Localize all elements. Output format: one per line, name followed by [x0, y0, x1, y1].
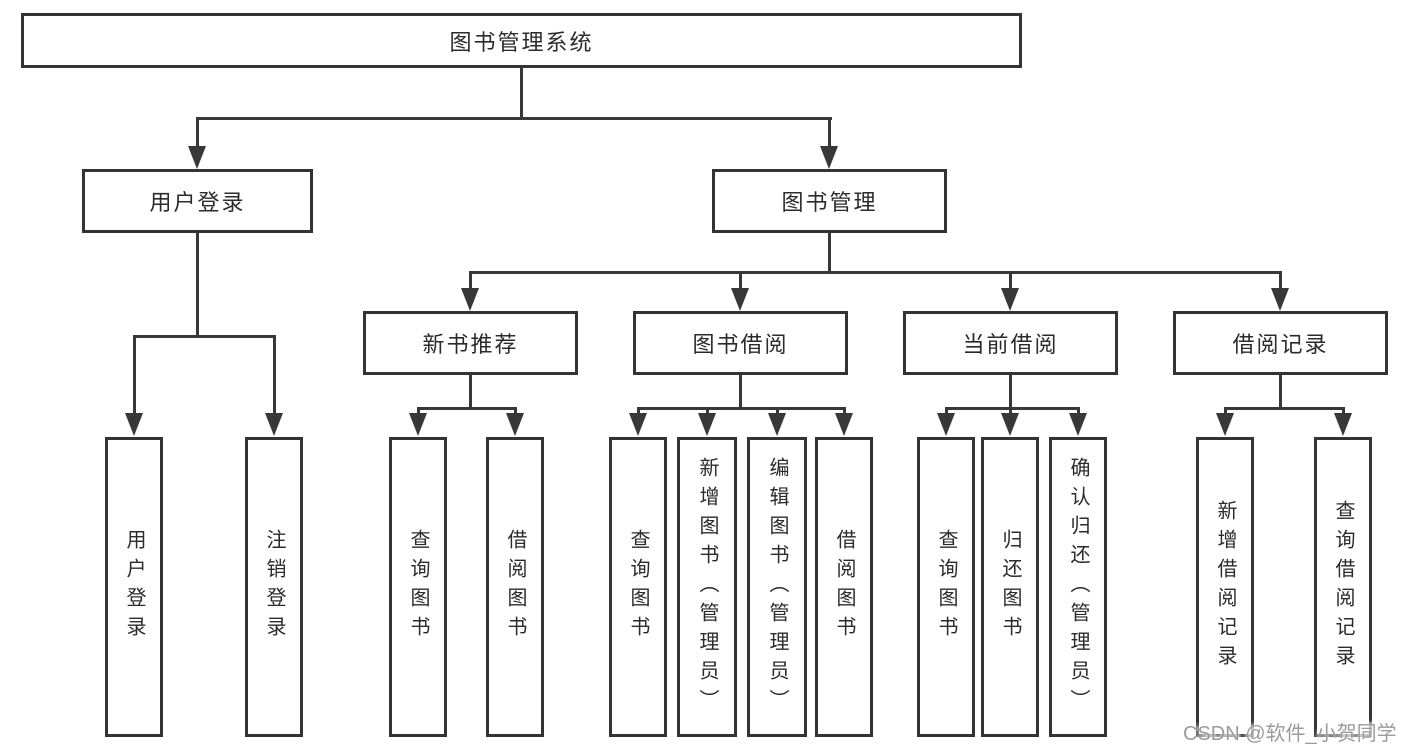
node-label: 注销登录	[263, 529, 285, 645]
connector-line	[739, 375, 742, 407]
connector-line	[945, 407, 948, 414]
connector-line	[1009, 407, 1012, 414]
connector-line	[706, 407, 709, 414]
arrowhead-down-icon	[188, 146, 206, 169]
node-label: 借阅图书	[833, 529, 855, 645]
connector-line	[469, 271, 472, 289]
connector-line	[1279, 271, 1282, 289]
connector-line	[1224, 407, 1345, 410]
arrowhead-down-icon	[1069, 413, 1087, 436]
connector-line	[843, 407, 846, 414]
connector-line	[1077, 407, 1080, 414]
node-label: 新增图书（管理员）	[696, 456, 718, 718]
arrowhead-down-icon	[409, 413, 427, 436]
arrowhead-down-icon	[698, 413, 716, 436]
connector-line	[273, 335, 276, 415]
connector-line	[133, 335, 136, 415]
connector-line	[469, 271, 1282, 274]
connector-line	[133, 335, 276, 338]
node-borrow-books: 借阅图书	[815, 437, 873, 737]
node-add-borrow-record: 新增借阅记录	[1196, 437, 1254, 737]
node-query-borrow-record: 查询借阅记录	[1314, 437, 1372, 737]
node-book-borrowing: 图书借阅	[633, 311, 848, 375]
node-label: 查询图书	[407, 529, 429, 645]
node-borrow-books: 借阅图书	[486, 437, 544, 737]
connector-line	[1009, 271, 1012, 289]
arrowhead-down-icon	[629, 413, 647, 436]
node-label: 查询借阅记录	[1332, 500, 1354, 674]
connector-line	[1009, 375, 1012, 407]
connector-line	[1279, 375, 1282, 407]
arrowhead-down-icon	[506, 413, 524, 436]
node-label: 用户登录	[123, 529, 145, 645]
node-confirm-return-admin: 确认归还（管理员）	[1049, 437, 1107, 737]
arrowhead-down-icon	[1216, 413, 1234, 436]
node-new-book-recommendation: 新书推荐	[363, 311, 578, 375]
node-logout: 注销登录	[245, 437, 303, 737]
arrowhead-down-icon	[461, 288, 479, 311]
connector-line	[637, 407, 640, 414]
arrowhead-down-icon	[937, 413, 955, 436]
node-borrowing-records: 借阅记录	[1173, 311, 1388, 375]
connector-line	[417, 407, 517, 410]
arrowhead-down-icon	[265, 413, 283, 436]
connector-line	[945, 407, 1080, 410]
arrowhead-down-icon	[1001, 413, 1019, 436]
node-library-management-system: 图书管理系统	[21, 13, 1022, 68]
arrowhead-down-icon	[1271, 288, 1289, 311]
arrowhead-down-icon	[125, 413, 143, 436]
arrowhead-down-icon	[768, 413, 786, 436]
watermark: CSDN @软件_小贺同学	[1183, 723, 1397, 745]
node-edit-books-admin: 编辑图书（管理员）	[747, 437, 807, 737]
connector-line	[776, 407, 779, 414]
node-book-management: 图书管理	[712, 169, 947, 233]
node-label: 归还图书	[999, 529, 1021, 645]
arrowhead-down-icon	[1001, 288, 1019, 311]
connector-line	[469, 375, 472, 407]
connector-line	[1342, 407, 1345, 414]
arrowhead-down-icon	[1334, 413, 1352, 436]
arrowhead-down-icon	[820, 146, 838, 169]
connector-line	[196, 117, 199, 147]
node-current-borrowing: 当前借阅	[903, 311, 1118, 375]
node-label: 新增借阅记录	[1214, 500, 1236, 674]
connector-line	[520, 68, 523, 117]
node-label: 编辑图书（管理员）	[766, 456, 788, 718]
node-user-login-leaf: 用户登录	[105, 437, 163, 737]
node-user-login: 用户登录	[82, 169, 313, 233]
node-add-books-admin: 新增图书（管理员）	[677, 437, 737, 737]
connector-line	[637, 407, 846, 410]
node-label: 确认归还（管理员）	[1067, 456, 1089, 718]
arrowhead-down-icon	[835, 413, 853, 436]
connector-line	[828, 117, 831, 147]
node-query-books: 查询图书	[609, 437, 667, 737]
node-query-books: 查询图书	[389, 437, 447, 737]
connector-line	[196, 233, 199, 335]
node-label: 查询图书	[627, 529, 649, 645]
connector-line	[1224, 407, 1227, 414]
node-query-books: 查询图书	[917, 437, 975, 737]
connector-line	[417, 407, 420, 414]
connector-line	[828, 233, 831, 271]
connector-line	[739, 271, 742, 289]
arrowhead-down-icon	[731, 288, 749, 311]
node-label: 查询图书	[935, 529, 957, 645]
connector-line	[514, 407, 517, 414]
node-return-books: 归还图书	[981, 437, 1039, 737]
connector-line	[196, 117, 832, 120]
node-label: 借阅图书	[504, 529, 526, 645]
